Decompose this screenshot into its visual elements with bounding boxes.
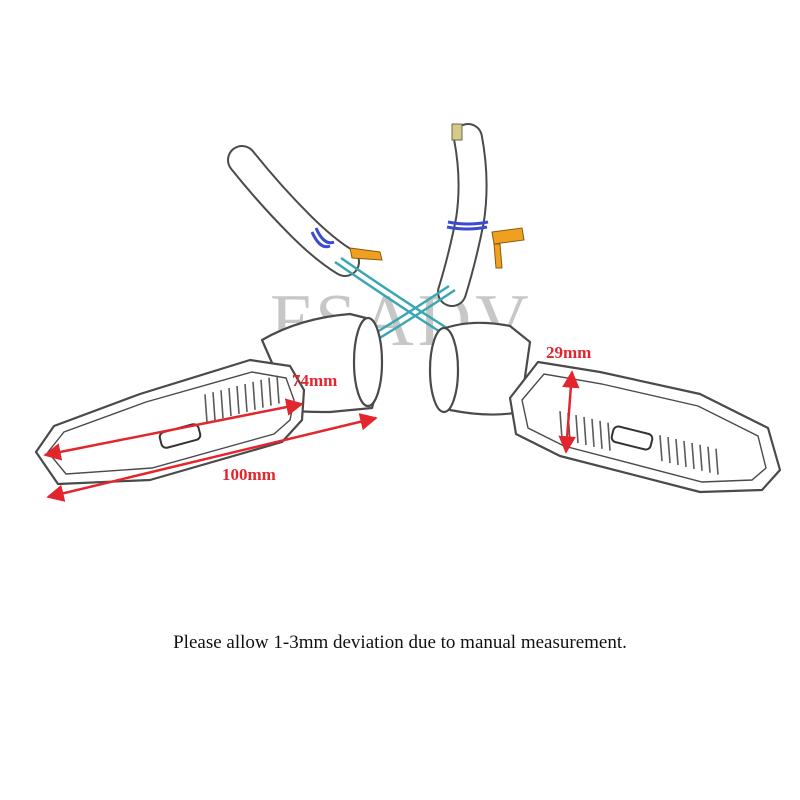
measurement-note: Please allow 1-3mm deviation due to manu…: [173, 632, 627, 653]
dimension-total-length: 100mm: [46, 413, 378, 502]
left-housing-cap: [352, 316, 384, 408]
right-lens-rib: [675, 438, 679, 466]
dimension-total-length-label: 100mm: [222, 465, 276, 484]
right-lens-rib: [683, 440, 687, 468]
right-lens-rib: [591, 418, 595, 447]
right-lens-rib: [715, 448, 719, 475]
right-lens-rib: [659, 435, 663, 462]
right-lens-rib: [699, 444, 703, 471]
dimension-height-arrow: [558, 370, 580, 454]
right-lens-rib: [707, 446, 711, 473]
crossing-wires: [334, 256, 456, 347]
dimension-height: 29mm: [546, 343, 591, 454]
right-turn-signal: [428, 321, 782, 494]
dimension-height-label: 29mm: [546, 343, 591, 362]
right-lens-rib: [583, 416, 587, 446]
right-lens-rib: [607, 422, 611, 451]
right-lens-rib: [667, 437, 671, 464]
right-connector: [491, 227, 525, 245]
right-connector-pin: [493, 243, 503, 269]
right-housing-cap: [428, 326, 460, 414]
right-led-window: [610, 425, 654, 451]
dimension-lens-length-label: 74mm: [292, 371, 337, 390]
left-connector: [349, 247, 383, 261]
right-lens-rib: [599, 420, 603, 449]
right-lens-rib: [691, 442, 695, 469]
right-wire-tube: [437, 123, 489, 307]
left-wire-tube: [227, 145, 360, 277]
dimension-total-length-arrow: [46, 413, 378, 502]
